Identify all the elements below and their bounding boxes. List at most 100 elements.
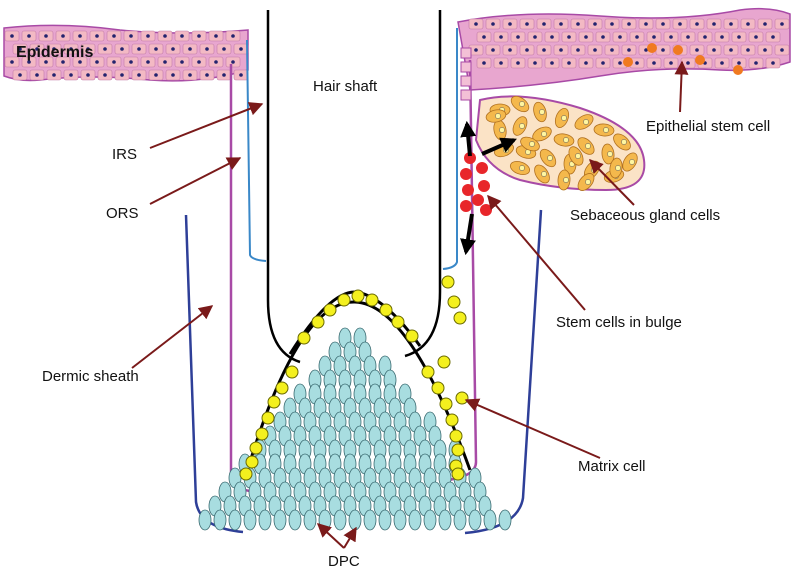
epidermis-nucleus	[120, 47, 124, 51]
epidermis-nucleus	[712, 48, 716, 52]
sebaceous-nucleus	[529, 141, 534, 146]
epidermis-nucleus	[763, 48, 767, 52]
epidermis-nucleus	[137, 47, 141, 51]
matrix-cell	[406, 330, 418, 342]
epidermis-nucleus	[729, 22, 733, 26]
epidermis-nucleus	[771, 35, 775, 39]
matrix-cell	[246, 456, 258, 468]
label-dermic-sheath: Dermic sheath	[42, 368, 139, 386]
epidermis-nucleus	[533, 61, 537, 65]
dpc-cell	[424, 510, 436, 530]
arrow-dpc-right	[344, 528, 356, 548]
sebaceous-nucleus	[541, 171, 546, 176]
epidermis-nucleus	[231, 60, 235, 64]
ors-left-line	[231, 64, 258, 492]
sebaceous-nucleus	[591, 167, 596, 172]
epidermis-nucleus	[644, 22, 648, 26]
epidermis-nucleus	[661, 48, 665, 52]
arrow-irs	[150, 104, 262, 148]
dpc-cell	[379, 510, 391, 530]
epidermis-nucleus	[686, 35, 690, 39]
epidermis-nucleus	[474, 48, 478, 52]
epidermis-nucleus	[780, 22, 784, 26]
matrix-cell	[422, 366, 434, 378]
epidermis-nucleus	[154, 47, 158, 51]
dpc-cell	[229, 510, 241, 530]
epidermis-nucleus	[239, 73, 243, 77]
epidermis-nucleus	[695, 48, 699, 52]
label-irs: IRS	[112, 146, 137, 164]
matrix-cell	[276, 382, 288, 394]
epidermis-nucleus	[95, 60, 99, 64]
epidermis-nucleus	[112, 60, 116, 64]
epidermis-nucleus	[231, 34, 235, 38]
sebaceous-nucleus	[519, 123, 524, 128]
epidermis-nucleus	[222, 73, 226, 77]
epidermis-nucleus	[542, 22, 546, 26]
sebaceous-nucleus	[563, 137, 568, 142]
epidermis-nucleus	[499, 61, 503, 65]
epidermis-nucleus	[780, 48, 784, 52]
epidermis-nucleus	[771, 61, 775, 65]
epidermis-nucleus	[669, 61, 673, 65]
matrix-cell	[286, 366, 298, 378]
matrix-cell	[256, 428, 268, 440]
epidermis-nucleus	[729, 48, 733, 52]
epidermis-nucleus	[197, 34, 201, 38]
matrix-cell	[446, 414, 458, 426]
epidermis-nucleus	[559, 48, 563, 52]
arrow-matrix-cell	[466, 400, 600, 458]
stem-cell	[480, 204, 492, 216]
epidermis-nucleus	[669, 35, 673, 39]
epidermis-nucleus	[205, 73, 209, 77]
epidermis-nucleus	[661, 22, 665, 26]
epidermis-nucleus	[567, 61, 571, 65]
epidermis-nucleus	[222, 47, 226, 51]
epidermis-nucleus	[652, 35, 656, 39]
epidermis-nucleus	[86, 73, 90, 77]
matrix-cell	[392, 316, 404, 328]
epidermis-nucleus	[763, 22, 767, 26]
stem-cell	[460, 200, 472, 212]
label-epithelial-stem-cell: Epithelial stem cell	[646, 118, 786, 136]
epidermis-nucleus	[754, 61, 758, 65]
matrix-cell	[298, 332, 310, 344]
epidermis-nucleus	[525, 48, 529, 52]
matrix-cell	[352, 290, 364, 302]
sebaceous-gland	[476, 93, 644, 193]
epidermis-nucleus	[120, 73, 124, 77]
dpc-cell	[259, 510, 271, 530]
epidermis-nucleus	[550, 35, 554, 39]
epidermis-nucleus	[52, 73, 56, 77]
sebaceous-nucleus	[563, 177, 568, 182]
epidermis-nucleus	[491, 48, 495, 52]
label-sebaceous-gland-cells: Sebaceous gland cells	[570, 207, 720, 225]
stem-cell	[472, 194, 484, 206]
epidermis-nucleus	[214, 60, 218, 64]
epidermis-nucleus	[635, 61, 639, 65]
matrix-cell	[338, 294, 350, 306]
hair-shaft-outline	[268, 10, 440, 362]
epidermis-nucleus	[10, 60, 14, 64]
epidermis-nucleus	[103, 47, 107, 51]
epidermis-nucleus	[10, 34, 14, 38]
dpc-cell	[304, 510, 316, 530]
sebaceous-nucleus	[621, 139, 626, 144]
dpc-cell	[499, 510, 511, 530]
epidermis-nucleus	[635, 35, 639, 39]
dpc-cell	[454, 510, 466, 530]
epidermis-nucleus	[627, 22, 631, 26]
epidermis-nucleus	[197, 60, 201, 64]
sebaceous-nucleus	[561, 115, 566, 120]
epidermis-nucleus	[35, 73, 39, 77]
epidermis-nucleus	[746, 48, 750, 52]
epidermis-nucleus	[474, 22, 478, 26]
matrix-cell	[268, 396, 280, 408]
sebaceous-nucleus	[539, 109, 544, 114]
epidermis-nucleus	[112, 34, 116, 38]
matrix-cell	[450, 430, 462, 442]
epidermis-nucleus	[652, 61, 656, 65]
epidermis-nucleus	[188, 47, 192, 51]
epidermis-nucleus	[205, 47, 209, 51]
